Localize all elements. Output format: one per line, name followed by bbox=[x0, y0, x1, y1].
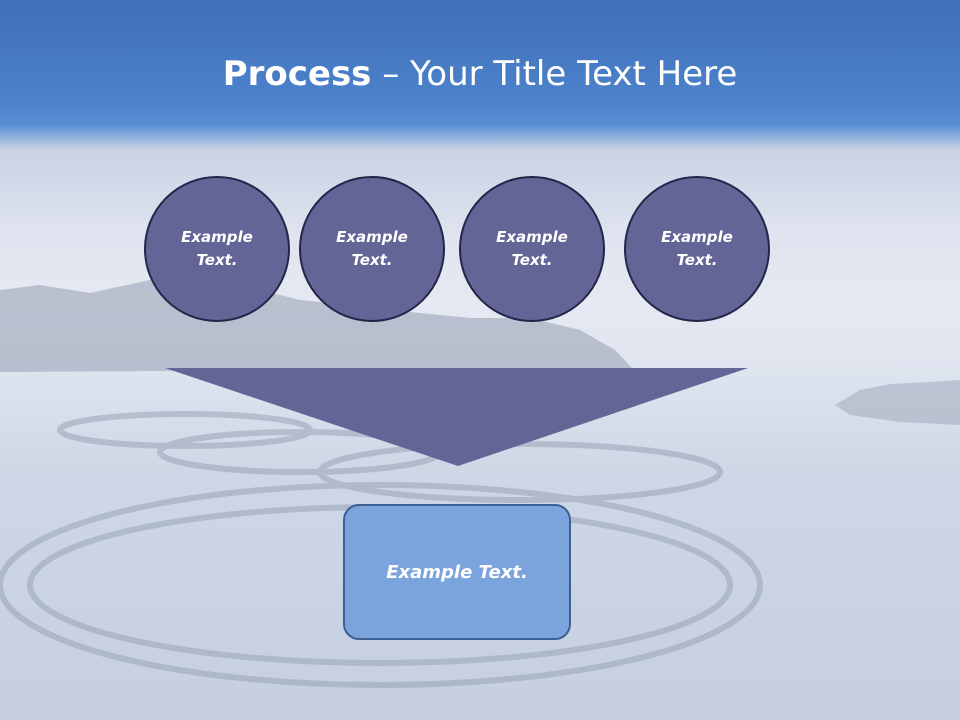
title-bold: Process bbox=[222, 54, 372, 94]
circle-label: Example Text. bbox=[181, 228, 253, 269]
result-box[interactable]: Example Text. bbox=[343, 504, 571, 640]
process-circle-2[interactable]: Example Text. bbox=[299, 176, 445, 322]
result-label: Example Text. bbox=[386, 561, 528, 583]
mountain-shape bbox=[0, 275, 632, 372]
page-title: Process – Your Title Text Here bbox=[0, 52, 960, 96]
circle-label: Example Text. bbox=[496, 228, 568, 269]
title-rest: – Your Title Text Here bbox=[371, 54, 738, 94]
process-circle-4[interactable]: Example Text. bbox=[624, 176, 770, 322]
circle-label: Example Text. bbox=[336, 228, 408, 269]
shoreline-shape bbox=[835, 380, 960, 425]
process-circle-3[interactable]: Example Text. bbox=[459, 176, 605, 322]
circle-label: Example Text. bbox=[661, 228, 733, 269]
process-circle-1[interactable]: Example Text. bbox=[144, 176, 290, 322]
